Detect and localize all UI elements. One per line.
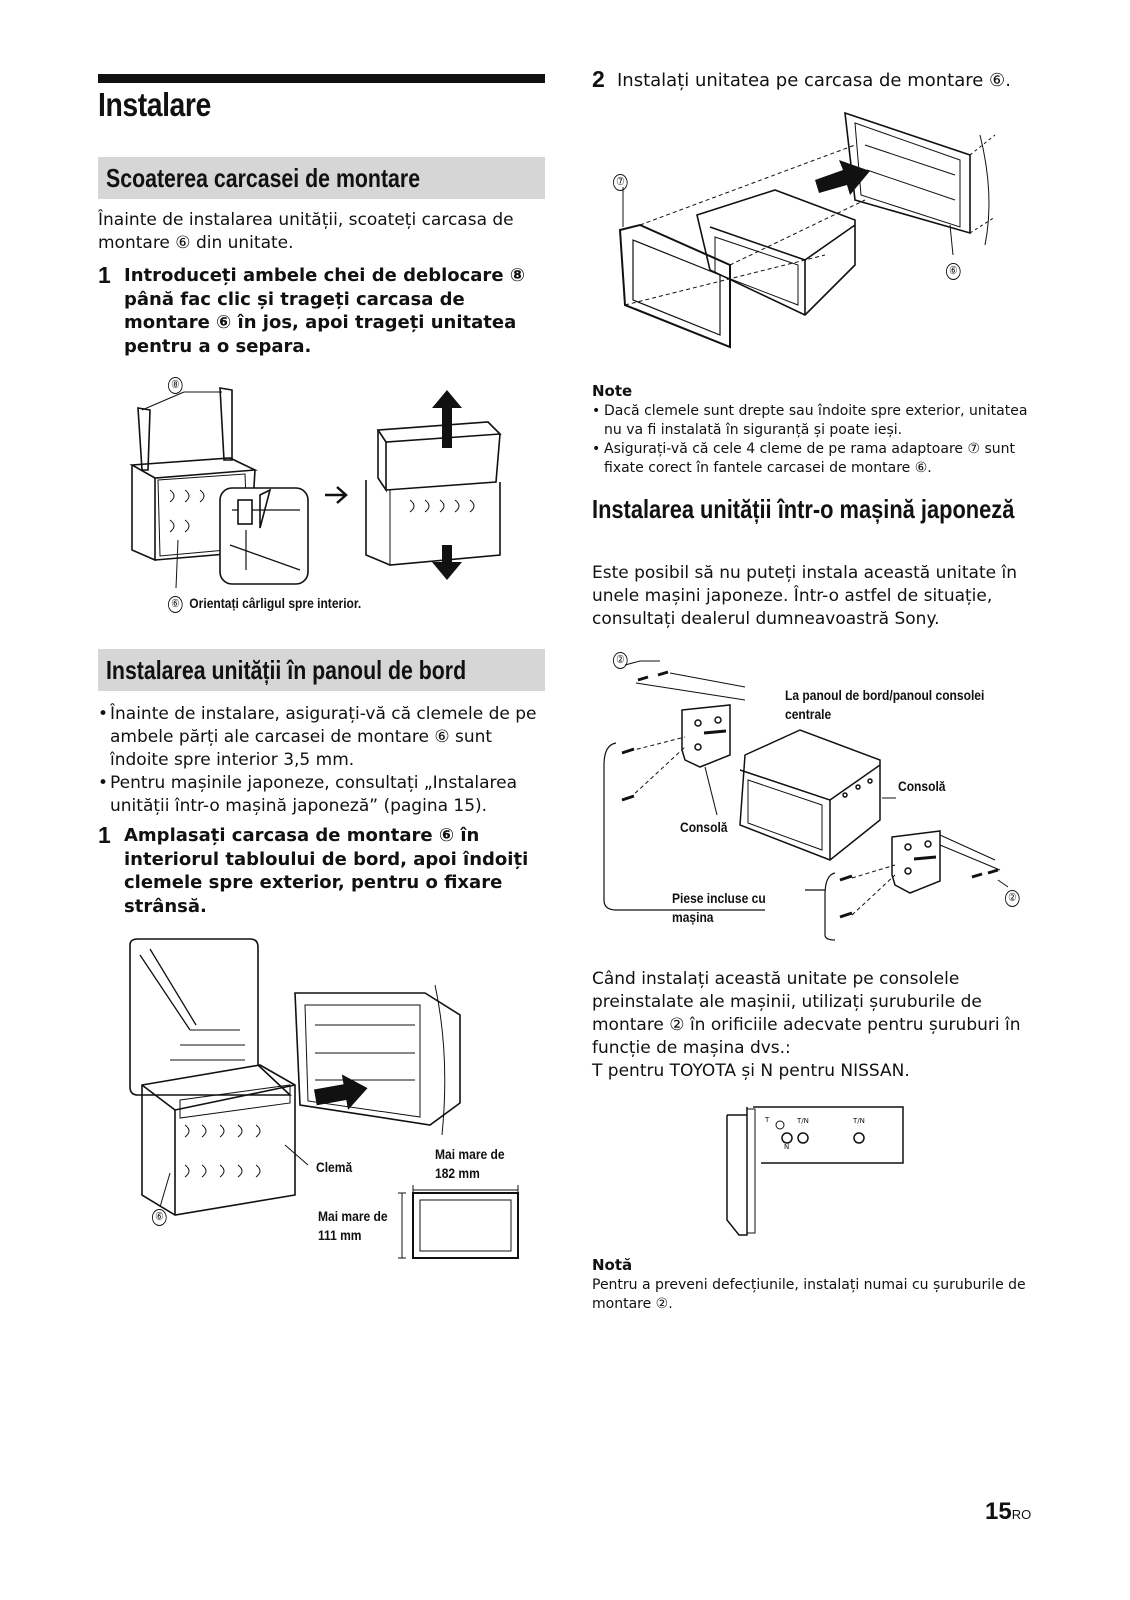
circled-number: ② (1005, 890, 1020, 907)
figure-label-6: ⑥ (152, 1207, 167, 1226)
bracket-holes-figure (726, 1106, 904, 1236)
step-text: Amplasați carcasa de montare ⑥ în interi… (124, 825, 529, 917)
list-item: Asigurați-vă că cele 4 cleme de pe rama … (592, 440, 1042, 478)
step-number: 1 (98, 262, 111, 288)
japan-section-heading: Instalarea unității într-o mașină japone… (592, 494, 1015, 524)
list-item: Pentru mașinile japoneze, consultați „In… (98, 772, 538, 818)
page-language: RO (1011, 1507, 1032, 1522)
notes-heading: Note (592, 382, 633, 400)
section-header-installing-dashboard: Instalarea unității în panoul de bord (98, 649, 545, 691)
japan-intro: Este posibil să nu puteți instala aceast… (592, 563, 1017, 629)
hole-label-n: N (784, 1143, 790, 1151)
page-title: Instalare (98, 86, 211, 123)
step-text: Instalați unitatea pe carcasa de montare… (617, 70, 1011, 91)
down-arrow-icon (432, 545, 462, 580)
notes-list: Dacă clemele sunt drepte sau îndoite spr… (592, 402, 1042, 478)
install-unit-figure (618, 111, 996, 349)
circled-number: ② (613, 652, 628, 669)
section-header-removing-bracket: Scoaterea carcasei de montare (98, 157, 545, 199)
min-width-label: Mai mare de 182 mm (435, 1146, 505, 1181)
list-item: Înainte de instalare, asigurați-vă că cl… (98, 703, 538, 772)
final-note-text: Pentru a preveni defecțiunile, instalați… (592, 1277, 1026, 1312)
circled-number: ⑦ (613, 174, 628, 191)
step-number: 1 (98, 822, 111, 848)
prerequisite-list: Înainte de instalare, asigurați-vă că cl… (98, 703, 538, 818)
removing-bracket-figure (129, 387, 502, 589)
figure-label-2: ② (1005, 888, 1020, 907)
push-arrow-icon (313, 1074, 368, 1110)
dashboard-install-figure (129, 938, 519, 1259)
list-item: Dacă clemele sunt drepte sau îndoite spr… (592, 402, 1042, 440)
up-arrow-icon (432, 390, 462, 448)
section-intro: Înainte de instalarea unității, scoateți… (98, 210, 514, 253)
page-number-value: 15 (985, 1498, 1012, 1525)
hole-label-t: T (765, 1116, 770, 1124)
figure-label-7: ⑦ (613, 172, 628, 191)
bracket-label-left: Consolă (680, 819, 728, 835)
car-parts-label: Piese incluse cu mașina (672, 890, 766, 925)
release-key-right (219, 387, 233, 461)
step-text: Introduceți ambele chei de deblocare ⑧ p… (124, 265, 526, 357)
title-rule (98, 74, 545, 83)
step-number: 2 (592, 66, 605, 92)
japanese-car-figure (603, 660, 1009, 941)
hole-label-tn: T/N (797, 1117, 809, 1125)
japan-body: Când instalați această unitate pe consol… (592, 969, 1021, 1058)
clip-label: Clemă (316, 1159, 353, 1175)
min-height-label: Mai mare de 111 mm (318, 1208, 388, 1243)
section-heading: Scoaterea carcasei de montare (106, 163, 421, 193)
figure-label-2: ② (613, 650, 628, 669)
figure-label-8: ⑧ (168, 375, 183, 394)
final-note-heading: Notă (592, 1256, 633, 1274)
hole-label-tn: T/N (853, 1117, 865, 1125)
release-key-left (137, 407, 151, 471)
dashboard-label: La panoul de bord/panoul consolei centra… (785, 687, 985, 722)
circled-number: ⑥ (168, 596, 183, 613)
bracket-label-right: Consolă (898, 778, 946, 794)
page-number: 15RO (985, 1498, 1031, 1526)
circled-number: ⑥ (946, 263, 961, 280)
japan-body-brands: T pentru TOYOTA și N pentru NISSAN. (592, 1061, 910, 1081)
circled-number: ⑥ (152, 1209, 167, 1226)
section-heading: Instalarea unității în panoul de bord (106, 655, 467, 685)
figure-caption: ⑥ Orientați cârligul spre interior. (168, 594, 361, 613)
caption-text: Orientați cârligul spre interior. (189, 595, 362, 611)
circled-number: ⑧ (168, 377, 183, 394)
figure-label-6: ⑥ (946, 261, 961, 280)
insert-arrow-icon (815, 160, 870, 195)
